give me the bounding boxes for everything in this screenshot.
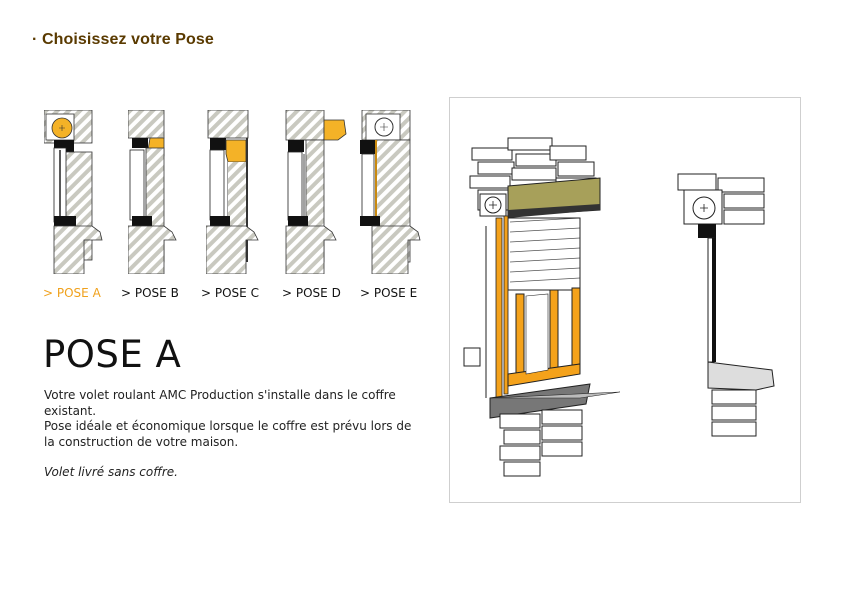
pose-b-diagram [128,110,177,274]
pose-a-thumbnail[interactable] [44,110,106,274]
installation-drawing [463,137,775,477]
description-paragraph-2: Pose idéale et économique lorsque le cof… [44,419,412,449]
pose-b-link[interactable]: > POSE B [121,286,179,300]
pose-c-link[interactable]: > POSE C [201,286,259,300]
description-note: Volet livré sans coffre. [44,465,178,479]
pose-e-thumbnail[interactable] [358,110,422,274]
pose-illustration [449,97,801,503]
pose-a-diagram [44,110,103,274]
pose-d-diagram [285,110,347,274]
description-paragraph-1: Votre volet roulant AMC Production s'ins… [44,388,396,418]
pose-heading: POSE A [43,333,182,376]
pose-c-thumbnail[interactable] [206,110,264,274]
pose-a-link[interactable]: > POSE A [43,286,101,300]
pose-description: Votre volet roulant AMC Production s'ins… [44,388,414,481]
pose-d-link[interactable]: > POSE D [282,286,341,300]
page-title: · Choisissez votre Pose [32,31,214,48]
pose-e-diagram [360,110,421,274]
pose-d-thumbnail[interactable] [284,110,350,274]
pose-e-link[interactable]: > POSE E [360,286,418,300]
pose-b-thumbnail[interactable] [128,110,180,274]
pose-c-diagram [206,110,259,274]
